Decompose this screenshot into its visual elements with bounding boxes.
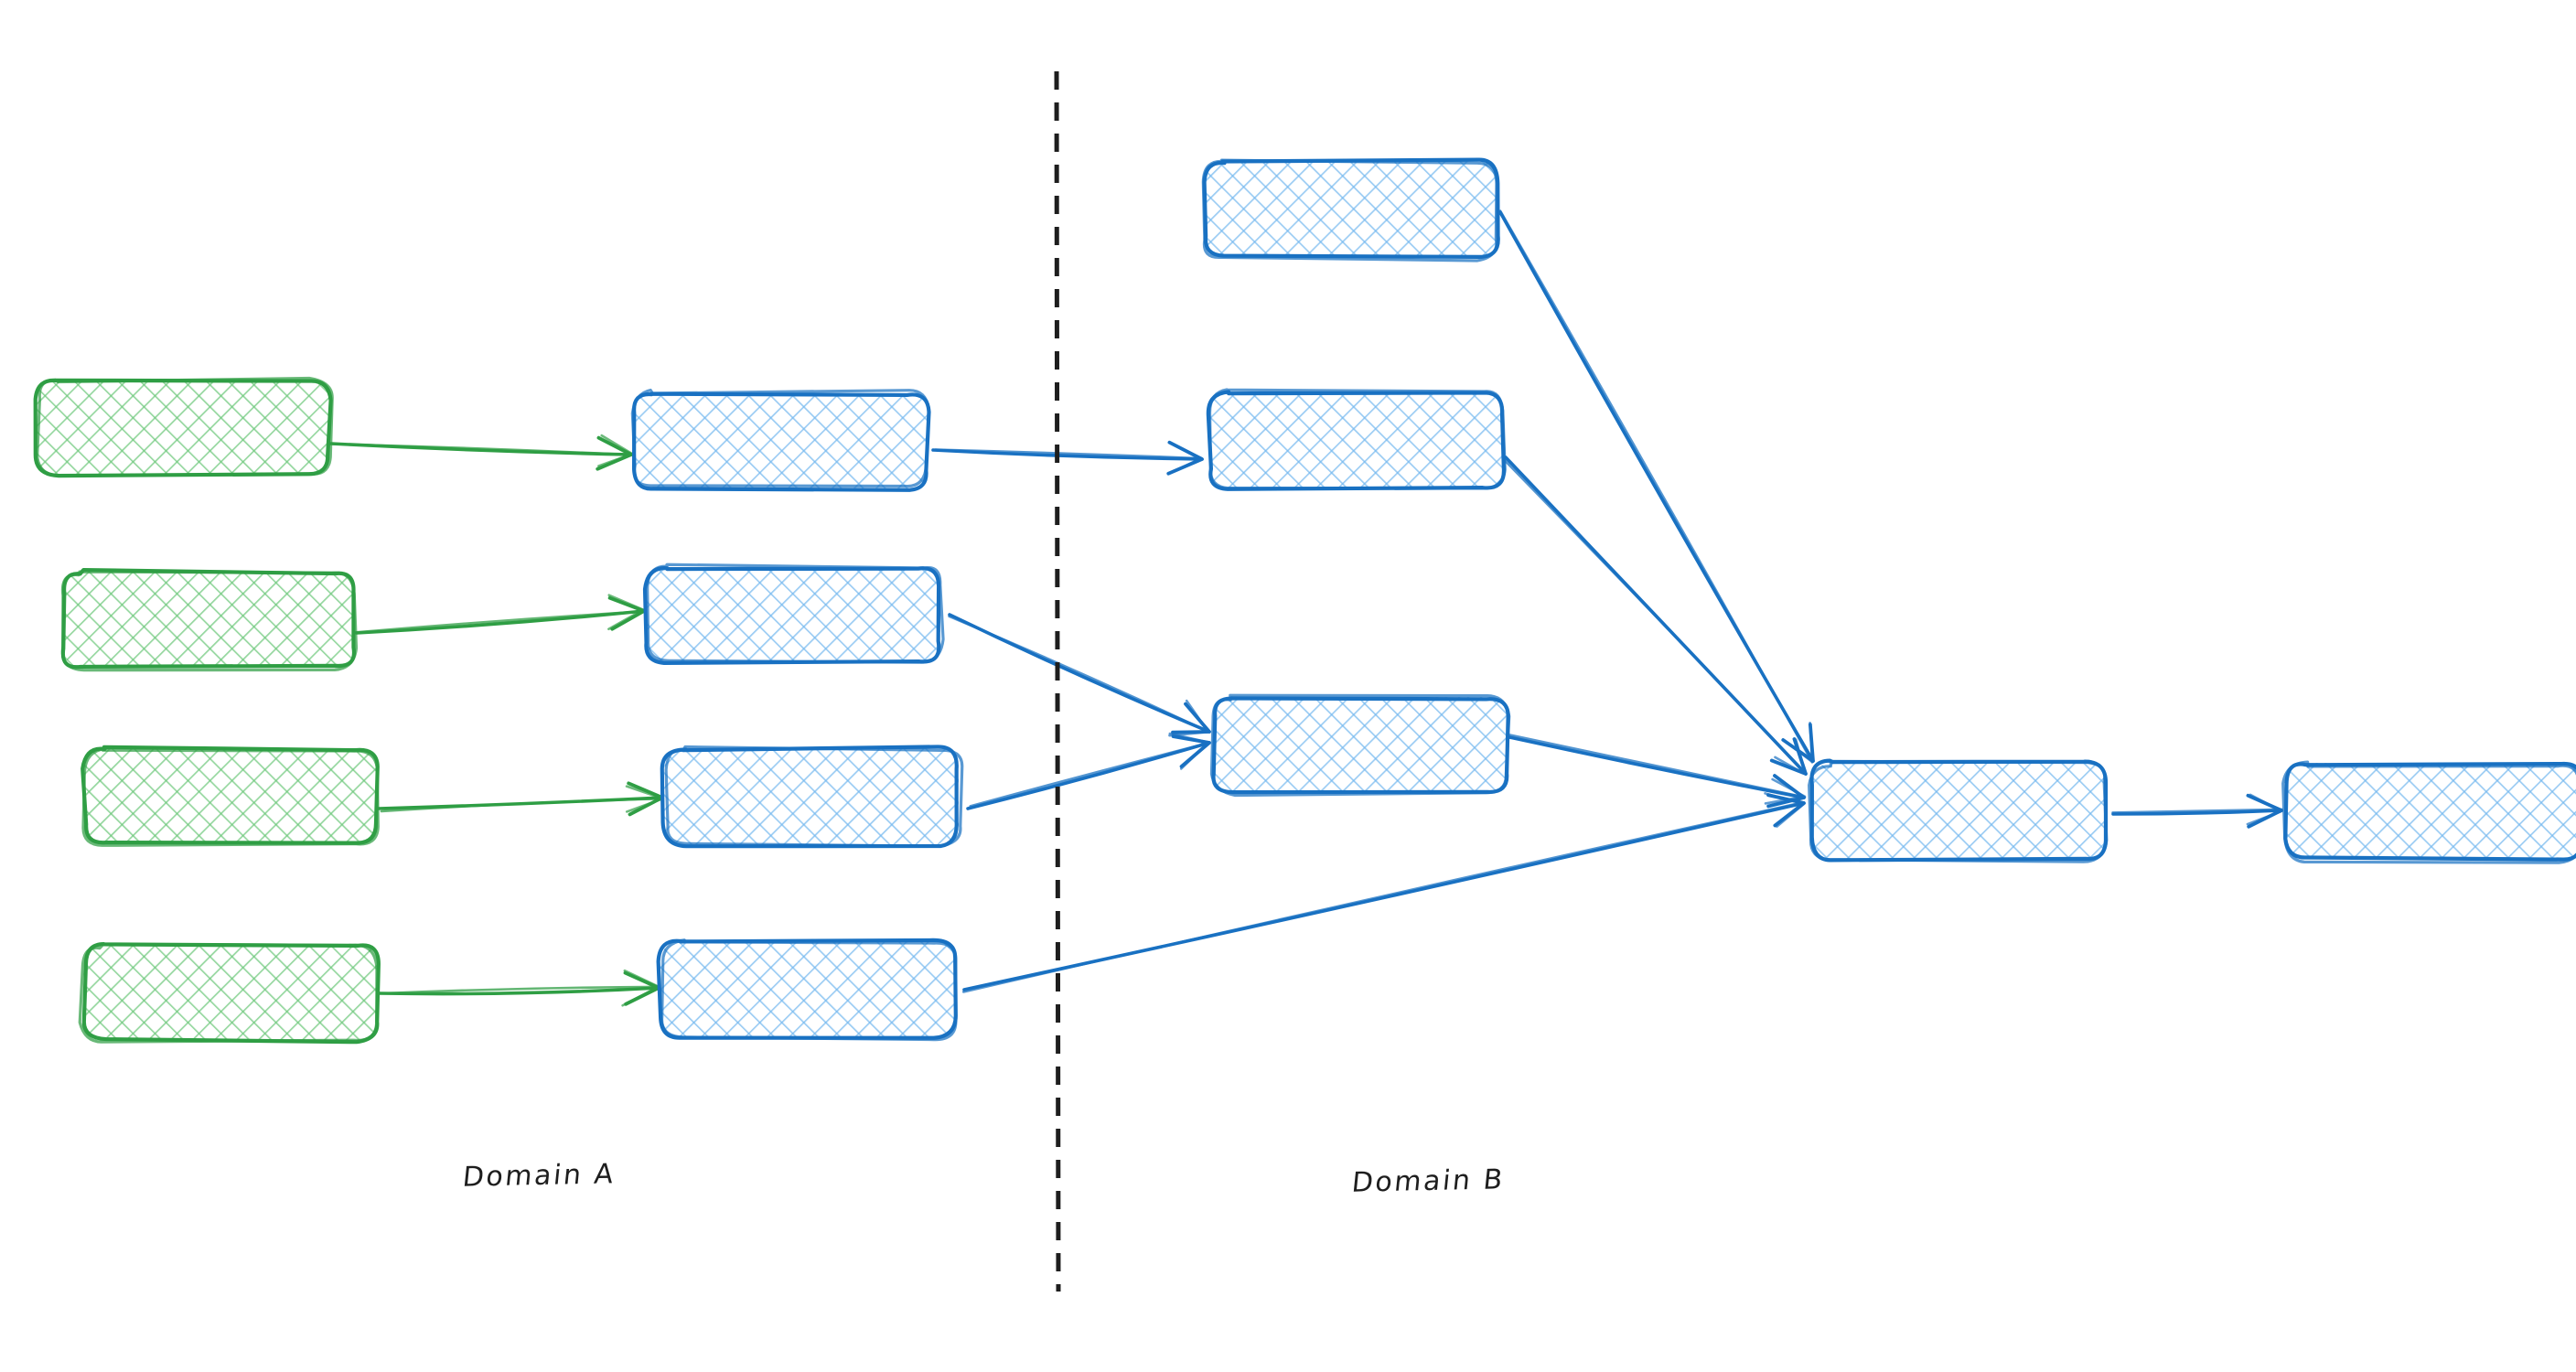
edge-layer <box>329 209 2283 1007</box>
node-fill-a-mid-4 <box>660 940 955 1036</box>
divider-layer <box>1054 70 1061 1292</box>
node-b-node-1[interactable] <box>1201 157 1500 263</box>
node-a-mid-4[interactable] <box>656 938 958 1042</box>
edge-a-src-4-to-a-mid-4 <box>376 969 660 1007</box>
edge-b-node-2-to-b-hub <box>1502 456 1808 777</box>
node-fill-a-mid-2 <box>646 567 940 663</box>
edge-a-mid-2-to-b-node-3 <box>948 613 1211 737</box>
node-fill-a-src-2 <box>62 572 355 668</box>
edge-b-node-1-to-b-hub <box>1498 209 1815 764</box>
node-b-hub[interactable] <box>1808 758 2109 863</box>
domain-divider <box>1054 70 1061 1292</box>
node-fill-b-node-1 <box>1204 161 1498 257</box>
node-fill-a-mid-1 <box>633 393 928 489</box>
edge-b-hub-to-b-output <box>2111 793 2283 829</box>
node-b-node-3[interactable] <box>1209 693 1511 798</box>
edge-b-node-3-to-b-hub <box>1507 733 1807 809</box>
node-fill-b-output <box>2287 763 2576 859</box>
domain-a-label: Domain A <box>461 1158 617 1194</box>
node-fill-b-node-2 <box>1209 393 1504 489</box>
node-layer <box>33 157 2576 1045</box>
node-a-src-4[interactable] <box>78 941 381 1045</box>
domain-b-label: Domain B <box>1350 1163 1507 1199</box>
node-fill-a-src-4 <box>84 944 377 1040</box>
node-fill-a-src-1 <box>37 380 329 476</box>
node-a-mid-1[interactable] <box>630 388 931 492</box>
node-a-src-1[interactable] <box>33 376 334 478</box>
edge-a-src-2-to-a-mid-2 <box>353 594 646 635</box>
edge-a-mid-4-to-b-hub <box>961 792 1806 993</box>
node-a-src-2[interactable] <box>60 567 359 672</box>
node-b-output[interactable] <box>2281 760 2576 864</box>
edge-a-src-3-to-a-mid-3 <box>377 781 664 817</box>
node-b-node-2[interactable] <box>1206 388 1507 491</box>
edge-a-mid-1-to-b-node-2 <box>931 440 1204 476</box>
node-fill-a-src-3 <box>84 748 377 844</box>
edge-a-mid-3-to-b-node-3 <box>966 732 1211 810</box>
node-fill-a-mid-3 <box>664 748 959 844</box>
node-a-mid-3[interactable] <box>660 745 964 849</box>
node-a-src-3[interactable] <box>80 745 380 847</box>
node-a-mid-2[interactable] <box>642 563 945 665</box>
node-fill-b-node-3 <box>1213 697 1508 793</box>
node-fill-b-hub <box>1811 763 2106 859</box>
edge-a-src-1-to-a-mid-1 <box>329 434 634 471</box>
